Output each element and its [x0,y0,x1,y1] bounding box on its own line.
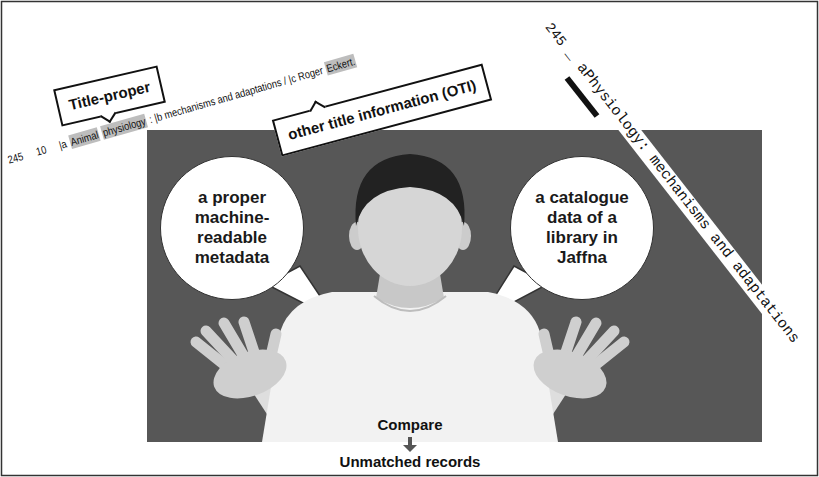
marc-subfield: |a [57,136,68,152]
collar [374,296,446,311]
shirt [262,292,558,442]
bubble-text-holder: a catalogue data of a library in Jaffna [527,188,637,268]
result-label: Unmatched records [340,453,481,471]
palm [527,340,613,407]
palm [207,340,293,407]
arrow-head [403,445,417,452]
speech-bubble: a proper machine-readable metadata [160,156,304,300]
hair [355,154,464,226]
callout-tail [309,101,325,117]
bubble-text: a proper machine-readable metadata [172,188,292,268]
bubble-text: a catalogue data of a library in Jaffna [527,188,637,268]
marc-value: Animal [68,127,101,149]
callout-tail [100,107,117,124]
marc-indicator: 10 [34,142,48,158]
compare-label: Compare [377,416,442,434]
speech-bubble: a catalogue data of a library in Jaffna [510,156,654,300]
bubble-text-holder: a proper machine-readable metadata [172,188,292,268]
marc-tag: 245 [6,149,25,167]
compare-arrow [408,437,412,446]
marc-value: Eckert. [324,54,357,76]
marc-tag: 245 [540,18,571,51]
